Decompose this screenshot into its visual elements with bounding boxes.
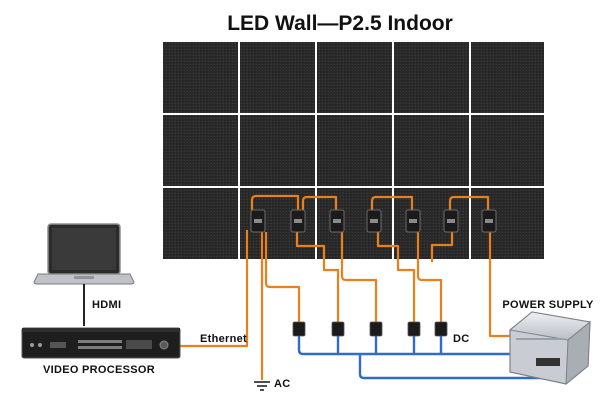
receiving-card-icon [290,209,306,233]
ethernet-label: Ethernet [200,333,247,345]
laptop-icon [33,223,135,285]
led-panel [394,42,469,113]
power-connector-icon [407,321,421,337]
receiving-card-icon [481,209,497,233]
ethernet-cable [180,230,249,348]
power-connector-icon [292,321,306,337]
data-cable [416,232,443,322]
power-connector-icon [331,321,345,337]
data-cable [448,195,490,210]
power-cable-bus [297,336,568,380]
data-cable [250,194,300,210]
led-panel [163,42,238,113]
ac-label: AC [274,378,291,390]
data-cable-chain [180,194,520,348]
receiving-card-icon [443,209,459,233]
led-panel [163,115,238,186]
led-panel [240,42,315,113]
receiving-card-icon [250,209,266,233]
led-panel [317,42,392,113]
ground-icon [254,381,270,391]
data-cable [340,232,378,322]
data-cable [376,232,416,322]
led-panel [471,42,544,113]
power-supply-icon [508,311,592,386]
led-panel [317,115,392,186]
dc-label: DC [453,333,470,345]
led-panel [471,115,544,186]
receiving-card-icon [366,209,382,233]
data-cable [295,232,340,322]
data-cable [301,195,338,210]
power-connector-icon [434,321,448,337]
data-cable [430,232,454,262]
video-processor-icon [21,327,181,359]
power-connector-icon [369,321,383,337]
video-processor-label: VIDEO PROCESSOR [43,364,155,376]
led-panel [163,188,238,259]
hdmi-label: HDMI [92,299,121,311]
data-cable [264,232,301,322]
power-cable [297,336,520,356]
led-panel [240,115,315,186]
data-cable [370,195,414,210]
power-supply-label: POWER SUPPLY [502,299,594,311]
led-panel [394,115,469,186]
page-title: LED Wall—P2.5 Indoor [227,12,453,35]
receiving-card-icon [405,209,421,233]
power-connectors [292,321,448,337]
led-wall [163,42,544,259]
receiving-cards [250,209,497,233]
receiving-card-icon [329,209,345,233]
power-cable [358,354,568,380]
